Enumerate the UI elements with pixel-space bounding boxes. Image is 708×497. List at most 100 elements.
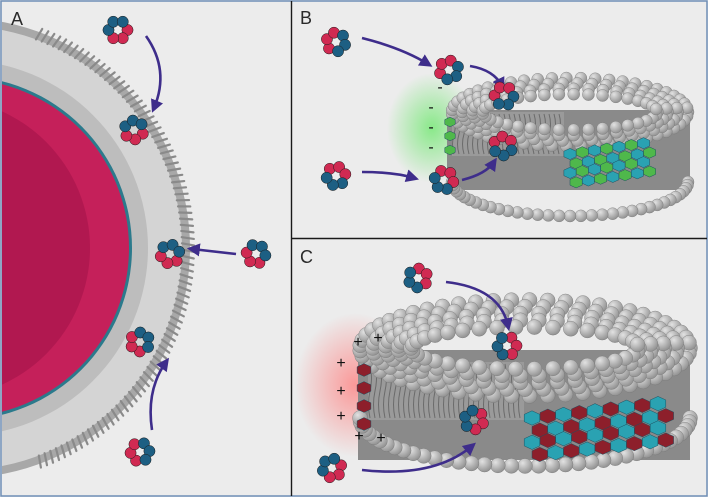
peptide-bead-blue: [428, 172, 441, 184]
lipid-head: [146, 365, 158, 377]
peptide-bead-blue: [404, 266, 417, 279]
lipid-head: [178, 279, 193, 286]
lipid-head: [174, 192, 189, 196]
positive-charge: +: [376, 430, 385, 447]
hexagon: [356, 381, 372, 395]
lipid-head: [63, 41, 74, 54]
peptide-bead-blue: [139, 453, 152, 466]
hexagon: [444, 116, 456, 128]
peptide-bead-blue: [142, 341, 154, 353]
lipid-head: [115, 404, 125, 417]
peptide-ring: [488, 130, 518, 162]
lipid-head: [89, 58, 101, 70]
lipid-head: [155, 349, 168, 360]
hexagon: [356, 399, 372, 413]
lipid-ball: [649, 102, 663, 116]
lipid-head: [101, 416, 110, 430]
lipid-head: [176, 291, 190, 299]
arrow-a-bottom: [149, 357, 170, 431]
lipid-ball: [607, 353, 623, 369]
peptide-ring: [102, 15, 134, 45]
lipid-head: [179, 273, 194, 280]
lipid-head: [172, 186, 188, 190]
disk-c-top-surface: [352, 292, 698, 404]
lipid-ball: [563, 321, 579, 337]
rim-ball: [490, 457, 506, 474]
lipid-head: [49, 449, 55, 464]
lipid-head: [103, 71, 116, 82]
lipid-ball: [489, 360, 505, 377]
negative-charge: -: [428, 99, 433, 116]
peptide-ring: [320, 161, 352, 191]
lipid-head: [108, 75, 121, 86]
peptide-bead-blue: [320, 171, 333, 184]
lipid-ball: [454, 322, 471, 339]
peptide-bead-blue: [173, 245, 186, 258]
lipid-ball: [582, 123, 595, 136]
rim-ball: [503, 458, 520, 474]
lipid-head: [139, 376, 150, 388]
peptide-bead-blue: [116, 15, 129, 28]
lipid-head: [52, 35, 62, 48]
lipid-head: [170, 179, 186, 184]
lipid-ball: [471, 321, 487, 337]
peptide-bead-blue: [332, 45, 344, 58]
arrow-b-top: [361, 36, 433, 67]
lipid-ball: [545, 360, 561, 377]
lipid-head: [165, 327, 179, 336]
lipid-ball: [563, 359, 579, 375]
peptide-ring: [317, 452, 347, 484]
lipid-head: [154, 137, 169, 144]
lipid-ball: [631, 116, 645, 130]
lipid-ball: [427, 327, 443, 343]
hexagon: [356, 363, 372, 377]
lipid-head: [168, 321, 181, 330]
lipid-head: [133, 104, 147, 113]
lipid-head: [37, 454, 43, 469]
panel-label-c: C: [300, 247, 313, 267]
lipid-ball: [524, 89, 537, 103]
peptide-bead-blue: [466, 404, 479, 417]
rim-ball: [476, 456, 493, 473]
positive-charge: +: [336, 408, 345, 425]
lipid-head: [113, 80, 126, 90]
arrow-b-bottom: [361, 169, 419, 182]
rim-ball: [574, 209, 588, 223]
lipid-head: [43, 452, 49, 467]
peptide-ring: [154, 239, 186, 269]
green-hexagon-assembly: [444, 116, 656, 189]
lipid-head: [129, 99, 143, 108]
negative-charge: -: [437, 79, 442, 96]
cell-core-shadow: [2, 111, 90, 385]
lipid-head: [180, 254, 195, 260]
lipid-ball: [471, 359, 487, 375]
lipid-ball: [538, 122, 551, 136]
lipid-head: [180, 260, 195, 267]
arrow-b-bottom-small: [461, 157, 497, 182]
lipid-head: [147, 126, 162, 133]
lipid-ball: [507, 361, 524, 377]
lipid-head: [137, 109, 151, 118]
peptide-ring: [491, 331, 523, 361]
lipid-head: [96, 420, 105, 434]
lipid-head: [157, 143, 172, 150]
rim-ball: [557, 456, 574, 473]
rim-ball: [544, 457, 560, 474]
hexagon: [637, 137, 650, 150]
lipid-head: [180, 229, 195, 234]
lipid-ball: [526, 319, 543, 335]
hexagon: [649, 420, 667, 436]
hexagon: [643, 146, 656, 159]
lipid-head: [135, 381, 147, 393]
lipid-head: [76, 435, 84, 449]
lipid-head: [179, 223, 195, 227]
lipid-ball: [579, 322, 596, 339]
lipid-ball: [511, 120, 525, 133]
lipid-head: [60, 444, 66, 459]
lipid-head: [54, 447, 61, 462]
positive-charge: +: [354, 428, 363, 445]
lipid-head: [99, 67, 111, 78]
lipid-ball: [596, 122, 609, 135]
lipid-head: [177, 285, 192, 293]
